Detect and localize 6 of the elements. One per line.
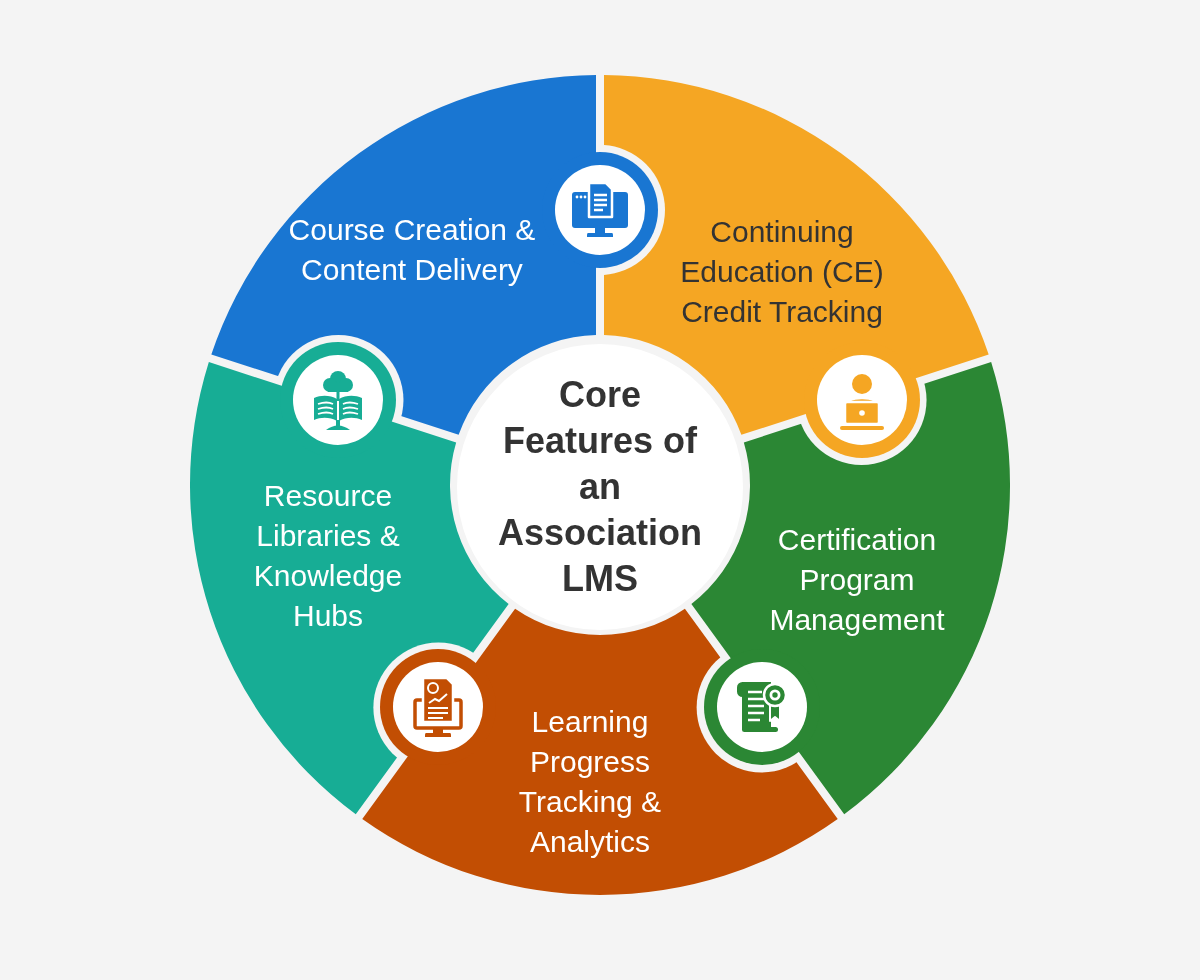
center-title: Core Features of an Association LMS (496, 373, 703, 601)
segment-label: Course Creation & Content Delivery (287, 212, 537, 288)
segment-label: Learning Progress Tracking & Analytics (517, 704, 663, 860)
segment-label: Resource Libraries & Knowledge Hubs (252, 478, 404, 634)
segment-label: Certification Program Management (768, 522, 946, 638)
segment-label: Continuing Education (CE) Credit Tracking (679, 214, 885, 330)
